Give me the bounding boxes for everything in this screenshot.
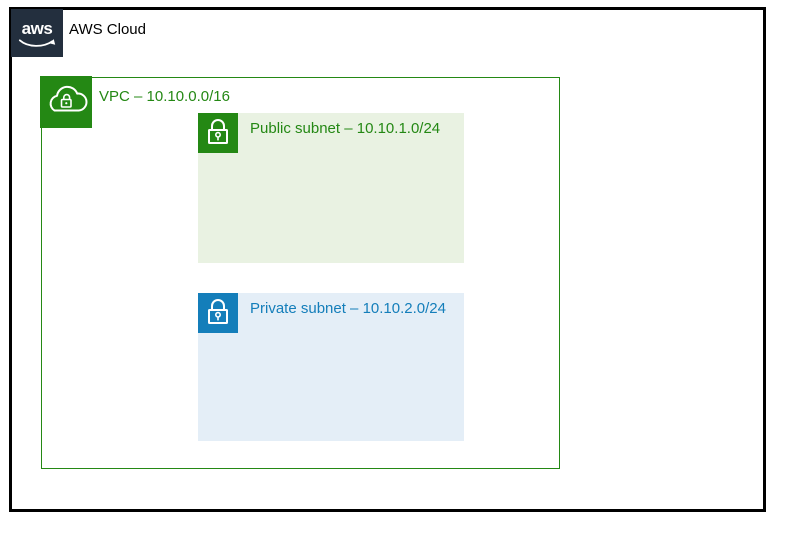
private-subnet-label: Private subnet – 10.10.2.0/24 — [250, 300, 446, 317]
vpc-icon — [40, 76, 92, 128]
aws-cloud-group: aws AWS Cloud VPC – 10.10.0.0/16 — [9, 7, 766, 512]
vpc-group: VPC – 10.10.0.0/16 Public subnet – 10.10… — [40, 76, 560, 469]
aws-cloud-label: AWS Cloud — [69, 21, 146, 38]
aws-smile-icon — [18, 38, 56, 47]
public-subnet-label: Public subnet – 10.10.1.0/24 — [250, 120, 441, 137]
aws-cloud-icon: aws — [11, 9, 63, 57]
aws-logo-text: aws — [21, 18, 53, 38]
private-subnet-group: Private subnet – 10.10.2.0/24 — [198, 293, 464, 441]
vpc-label: VPC – 10.10.0.0/16 — [99, 88, 230, 105]
public-subnet-lock-icon — [198, 113, 238, 153]
public-subnet-group: Public subnet – 10.10.1.0/24 — [198, 113, 464, 263]
private-subnet-lock-icon — [198, 293, 238, 333]
